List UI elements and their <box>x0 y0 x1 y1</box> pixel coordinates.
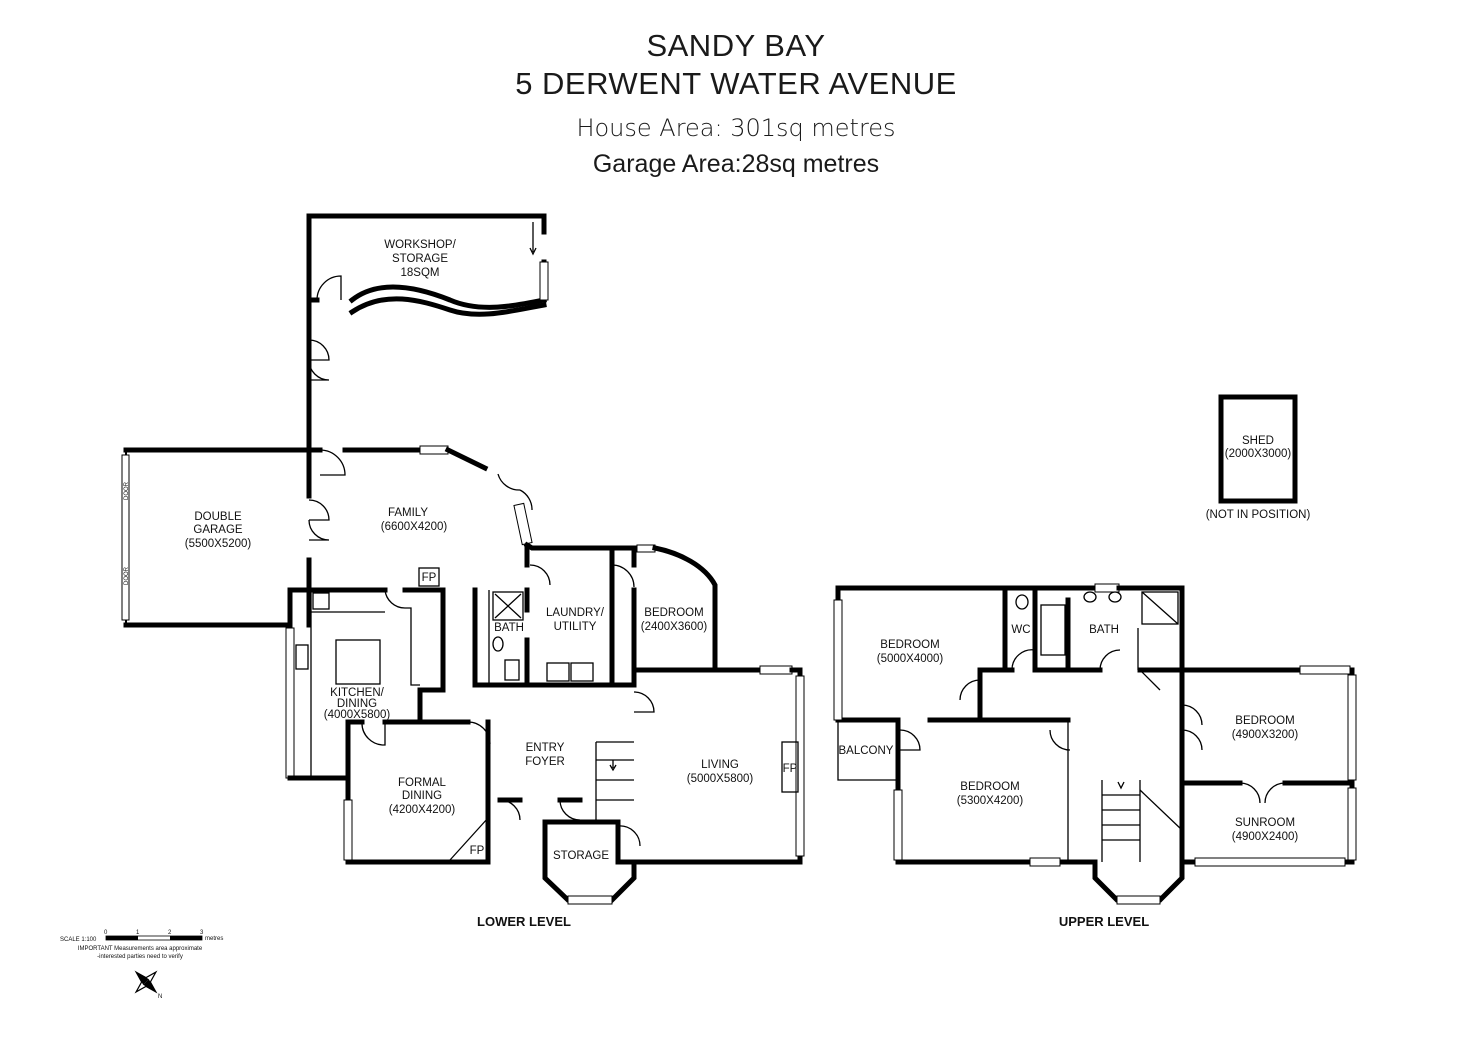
sunroom-label: SUNROOM <box>1235 817 1295 829</box>
upper-level-structure <box>833 583 1357 905</box>
scale-tick-2: 2 <box>168 930 172 936</box>
garage-size: (5500X5200) <box>185 538 252 550</box>
workshop-size: 18SQM <box>401 267 440 279</box>
kitchen-size: (4000X5800) <box>324 709 391 721</box>
bedroom-upper-3-size: (5300X4200) <box>957 795 1024 807</box>
kitchen-label-2: DINING <box>337 698 377 710</box>
sunroom-size: (4900X2400) <box>1232 831 1299 843</box>
scale-tick-3: 3 <box>200 930 204 936</box>
fireplace-label-living: FP <box>783 763 798 775</box>
formal-dining-label: FORMAL <box>398 777 447 789</box>
scale-tick-1: 1 <box>136 930 140 936</box>
scale-note-2: -interested parties need to verify <box>97 954 183 960</box>
garage-area: Garage Area:28sq metres <box>592 150 880 178</box>
garage-label: DOUBLE <box>194 511 242 523</box>
family-label: FAMILY <box>388 507 428 519</box>
bedroom-upper-1-label: BEDROOM <box>880 639 939 651</box>
kitchen-label: KITCHEN/ <box>330 687 384 699</box>
scale-note-1: IMPORTANT Measurements area approximate <box>78 946 203 952</box>
bedroom-upper-2-size: (4900X3200) <box>1232 729 1299 741</box>
workshop-label: WORKSHOP/ <box>384 239 456 251</box>
formal-dining-label-2: DINING <box>402 790 442 802</box>
bath-lower-label: BATH <box>494 622 524 634</box>
room-labels: WORKSHOP/ STORAGE 18SQM DOUBLE GARAGE (5… <box>124 239 1310 929</box>
garage-door-label-1: DOOR <box>124 481 130 500</box>
workshop-label-2: STORAGE <box>392 253 448 265</box>
house-area: House Area: 301sq metres <box>576 114 896 142</box>
upper-level-title: UPPER LEVEL <box>1059 914 1149 929</box>
fireplace-label-dining: FP <box>470 845 485 857</box>
wc-label: WC <box>1011 624 1030 636</box>
entry-label-2: FOYER <box>525 756 565 768</box>
living-size: (5000X5800) <box>687 773 754 785</box>
lower-level-structure <box>285 445 805 905</box>
living-label: LIVING <box>701 759 739 771</box>
shed-structure <box>1218 394 1298 504</box>
property-address: 5 DERWENT WATER AVENUE <box>515 66 957 101</box>
bedroom-upper-1-size: (5000X4000) <box>877 653 944 665</box>
property-suburb: SANDY BAY <box>646 28 826 63</box>
bedroom-lower-label: BEDROOM <box>644 607 703 619</box>
shed-note: (NOT IN POSITION) <box>1206 509 1311 521</box>
shed-label: SHED <box>1242 435 1274 447</box>
bedroom-upper-3-label: BEDROOM <box>960 781 1019 793</box>
shed-size: (2000X3000) <box>1225 448 1292 460</box>
scale-label: SCALE 1:100 <box>60 937 97 943</box>
bedroom-upper-2-label: BEDROOM <box>1235 715 1294 727</box>
garage-door-label-2: DOOR <box>124 566 130 585</box>
laundry-label: LAUNDRY/ <box>546 607 605 619</box>
lower-level-title: LOWER LEVEL <box>477 914 571 929</box>
laundry-label-2: UTILITY <box>554 621 597 633</box>
scale-unit: metres <box>205 936 223 942</box>
compass-north-label: N <box>158 994 162 1000</box>
bath-upper-label: BATH <box>1089 624 1119 636</box>
storage-label: STORAGE <box>553 850 609 862</box>
entry-label: ENTRY <box>526 742 565 754</box>
formal-dining-size: (4200X4200) <box>389 804 456 816</box>
balcony-label: BALCONY <box>839 745 894 757</box>
north-compass-icon <box>134 970 158 994</box>
fireplace-label-kitchen: FP <box>422 572 437 584</box>
scale-bar: SCALE 1:100 0 1 2 3 metres IMPORTANT Mea… <box>60 930 223 960</box>
workshop-structure <box>306 213 549 451</box>
garage-label-2: GARAGE <box>193 524 243 536</box>
bedroom-lower-size: (2400X3600) <box>641 621 708 633</box>
family-size: (6600X4200) <box>381 521 448 533</box>
scale-tick-0: 0 <box>104 930 108 936</box>
